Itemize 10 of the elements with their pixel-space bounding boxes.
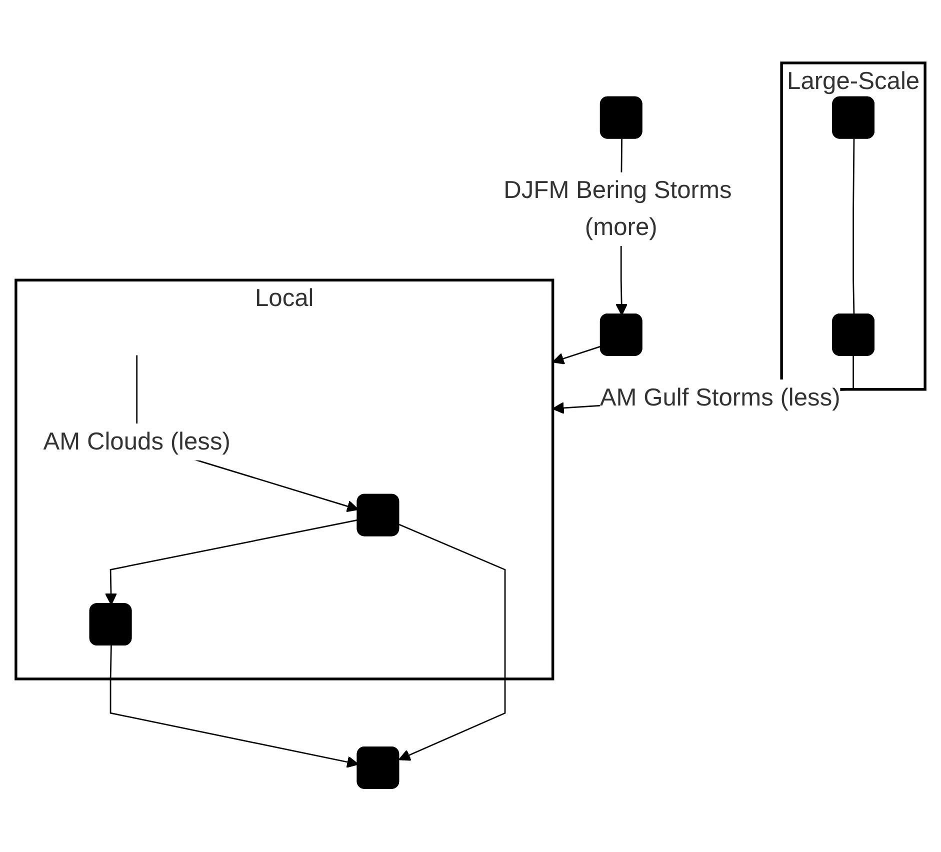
connector bbox=[852, 139, 855, 316]
arrow bbox=[398, 524, 506, 762]
flowchart: Local Large-Scale DJFM Bering Storms (more) AM Clouds (less) AM Gulf Storms (less) bbox=[5, 52, 936, 800]
arrow bbox=[105, 520, 358, 606]
arrow bbox=[552, 346, 601, 365]
edge-label: DJFM Bering Storms (more) bbox=[504, 176, 732, 241]
arrow bbox=[110, 646, 359, 768]
cluster bbox=[14, 279, 554, 681]
edge-label: AM Gulf Storms (less) bbox=[600, 384, 840, 412]
edge-label: AM Clouds (less) bbox=[43, 428, 230, 456]
